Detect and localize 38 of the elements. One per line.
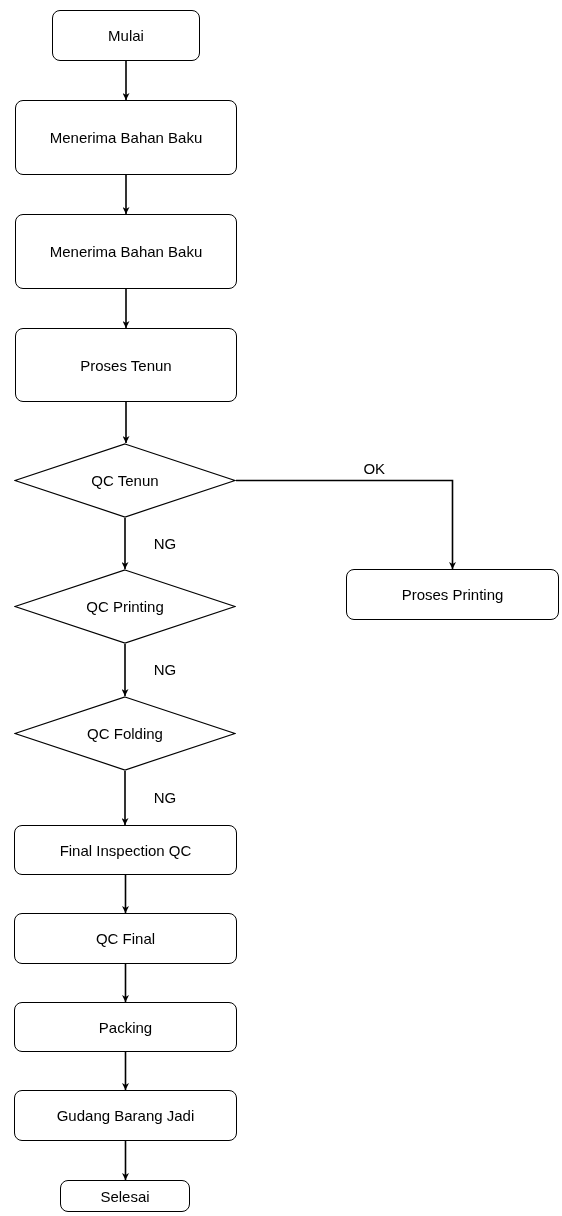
node-text: Menerima Bahan Baku (49, 242, 203, 262)
decision-diamond (14, 696, 236, 771)
node-text: QC Folding (87, 724, 163, 744)
node-text: QC Final (95, 929, 156, 949)
decision-diamond (14, 569, 236, 644)
node-text: Gudang Barang Jadi (56, 1106, 195, 1126)
node-text: Selesai (100, 1186, 150, 1207)
arrow (122, 174, 130, 215)
process-box (14, 913, 237, 964)
node-text: Packing (98, 1017, 153, 1038)
decision-diamond (14, 443, 236, 518)
node-text: QC Printing (86, 597, 164, 617)
node-text: Proses Printing (401, 585, 504, 605)
node-text: Proses Tenun (80, 355, 172, 376)
arrow (122, 1051, 129, 1091)
arrow (122, 874, 129, 914)
process-box (15, 328, 237, 402)
node-text: QC Tenun (91, 471, 159, 491)
process-box (346, 569, 559, 620)
process-box (60, 1180, 190, 1212)
arrow (235, 479, 456, 570)
process-box (14, 825, 237, 875)
arrow (122, 60, 130, 101)
process-box (14, 1002, 237, 1052)
process-box (14, 1090, 237, 1141)
process-box (15, 100, 237, 175)
node-text: Menerima Bahan Baku (49, 128, 203, 148)
node-text: Final Inspection QC (59, 840, 192, 861)
process-box (15, 214, 237, 289)
arrow (122, 1140, 129, 1181)
arrow (121, 770, 129, 826)
process-box (52, 10, 200, 61)
arrow (121, 643, 129, 697)
arrow (122, 963, 129, 1003)
arrow (122, 401, 130, 444)
arrow (121, 517, 129, 570)
node-text: Mulai (108, 26, 144, 46)
arrow (122, 288, 130, 329)
